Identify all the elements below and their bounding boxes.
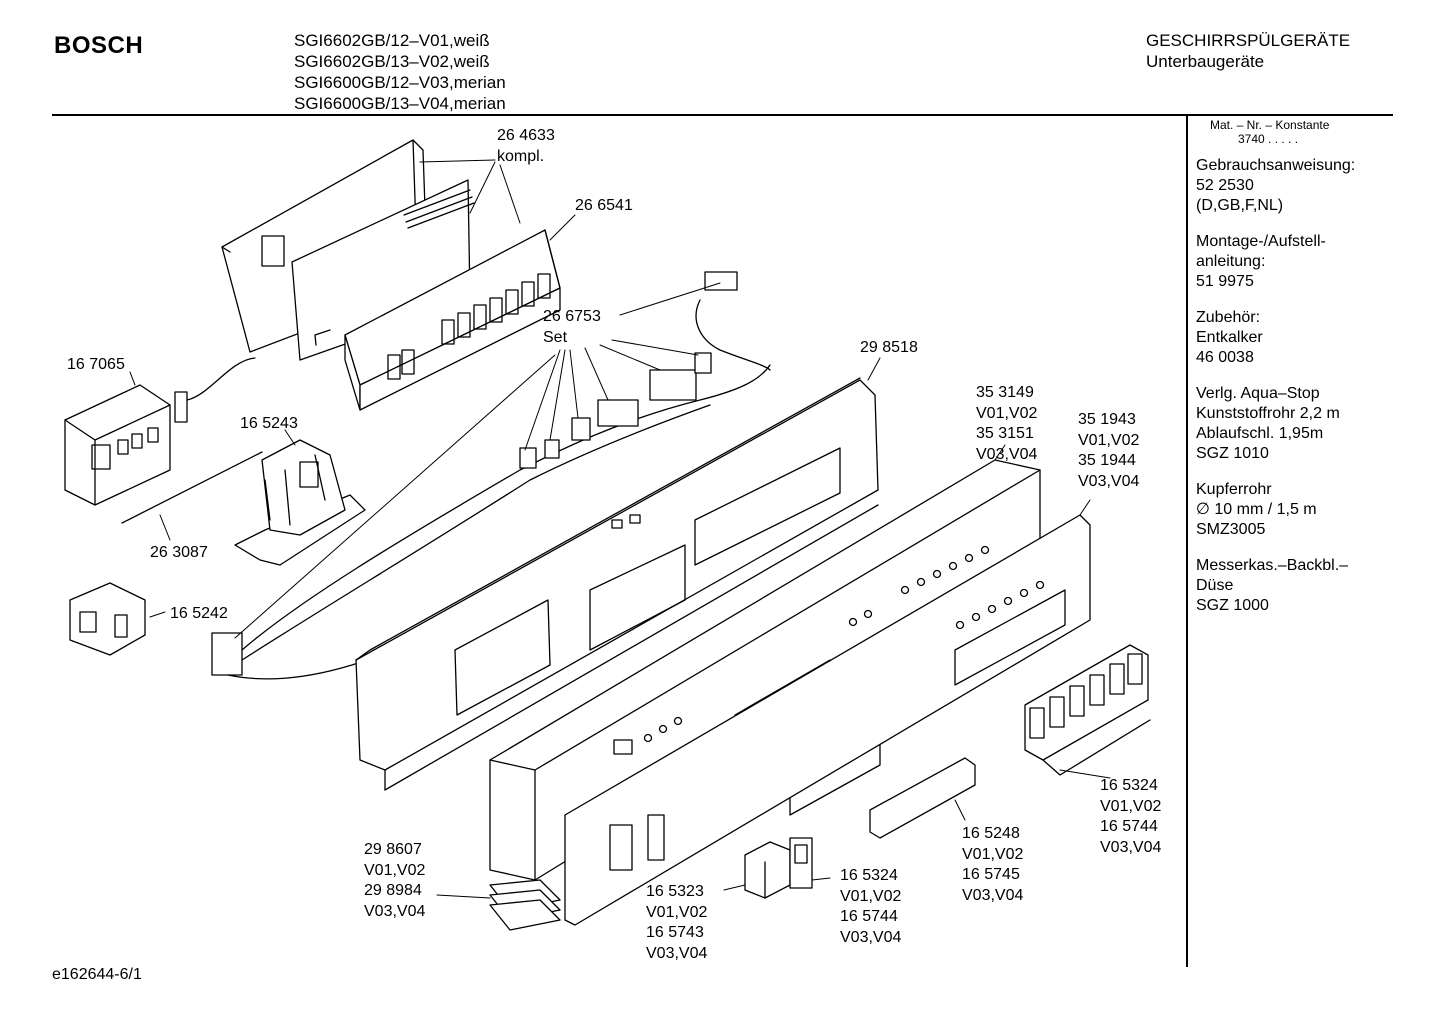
info-block-aquastop: Verlg. Aqua–Stop Kunststoffrohr 2,2 m Ab… xyxy=(1196,384,1396,464)
sidebar-info: Mat. – Nr. – Konstante 3740 . . . . . Ge… xyxy=(1196,118,1396,616)
info-line: Entkalker xyxy=(1196,329,1263,346)
info-line: SMZ3005 xyxy=(1196,521,1266,538)
category-title: GESCHIRRSPÜLGERÄTE Unterbaugeräte xyxy=(1146,30,1350,72)
info-line: (D,GB,F,NL) xyxy=(1196,197,1284,214)
key-row-right xyxy=(1024,644,1151,776)
info-block-manual: Gebrauchsanweisung: 52 2530 (D,GB,F,NL) xyxy=(1196,156,1396,216)
part-label-263087: 26 3087 xyxy=(150,544,208,561)
model-line: SGI6602GB/13–V02,weiß xyxy=(294,52,490,71)
info-block-installation: Montage-/Aufstell- anleitung: 51 9975 xyxy=(1196,232,1396,292)
info-line: Kupferrohr xyxy=(1196,481,1272,498)
info-line: Zubehör: xyxy=(1196,309,1261,326)
brand-logo: BOSCH xyxy=(54,32,144,59)
info-line: 46 0038 xyxy=(1196,349,1254,366)
category-subline: Unterbaugeräte xyxy=(1146,52,1265,71)
part-label-165243: 16 5243 xyxy=(240,415,298,432)
info-block-nozzle: Messerkas.–Backbl.– Düse SGZ 1000 xyxy=(1196,556,1396,616)
bracket-part xyxy=(234,439,366,566)
info-line: Düse xyxy=(1196,577,1234,594)
rod-part xyxy=(121,451,263,524)
info-line: Gebrauchsanweisung: xyxy=(1196,157,1356,174)
info-line: anleitung: xyxy=(1196,253,1266,270)
info-line: Montage-/Aufstell- xyxy=(1196,233,1326,250)
switch-part xyxy=(69,582,146,656)
module-buttons xyxy=(387,273,551,380)
info-line: 52 2530 xyxy=(1196,177,1254,194)
control-module xyxy=(221,139,561,411)
mat-header: Mat. – Nr. – Konstante xyxy=(1210,118,1330,132)
model-list: SGI6602GB/12–V01,weiß SGI6602GB/13–V02,w… xyxy=(294,30,506,114)
drawing-id: e162644-6/1 xyxy=(52,966,142,983)
info-line: Verlg. Aqua–Stop xyxy=(1196,385,1320,402)
header-divider xyxy=(52,114,1393,116)
info-line: 51 9975 xyxy=(1196,273,1254,290)
model-line: SGI6602GB/12–V01,weiß xyxy=(294,31,490,50)
leader-lines xyxy=(129,159,1111,899)
inner-frame xyxy=(355,377,879,791)
connector-set xyxy=(519,352,712,469)
sidebar-divider xyxy=(1186,116,1188,967)
info-line: Messerkas.–Backbl.– xyxy=(1196,557,1349,574)
info-line: Kunststoffrohr 2,2 m xyxy=(1196,405,1340,422)
category-line: GESCHIRRSPÜLGERÄTE xyxy=(1146,31,1351,50)
part-label-266541: 26 6541 xyxy=(575,197,633,214)
button-block xyxy=(744,841,791,899)
info-line: ∅ 10 mm / 1,5 m xyxy=(1196,501,1317,518)
info-line: Ablaufschl. 1,95m xyxy=(1196,425,1324,442)
model-line: SGI6600GB/13–V04,merian xyxy=(294,94,506,113)
part-label-298518: 29 8518 xyxy=(860,339,918,356)
info-block-copper: Kupferrohr ∅ 10 mm / 1,5 m SMZ3005 xyxy=(1196,480,1396,540)
info-line: SGZ 1000 xyxy=(1196,597,1269,614)
part-label-165242: 16 5242 xyxy=(170,605,228,622)
model-line: SGI6600GB/12–V03,merian xyxy=(294,73,506,92)
spacer-stack xyxy=(489,879,561,931)
mat-value: 3740 . . . . . xyxy=(1238,132,1299,146)
info-line: SGZ 1010 xyxy=(1196,445,1269,462)
key-part-mid xyxy=(789,837,813,889)
part-label-167065: 16 7065 xyxy=(67,356,125,373)
light-strip xyxy=(869,757,976,839)
display-module xyxy=(64,357,256,506)
info-block-accessory: Zubehör: Entkalker 46 0038 xyxy=(1196,308,1396,368)
